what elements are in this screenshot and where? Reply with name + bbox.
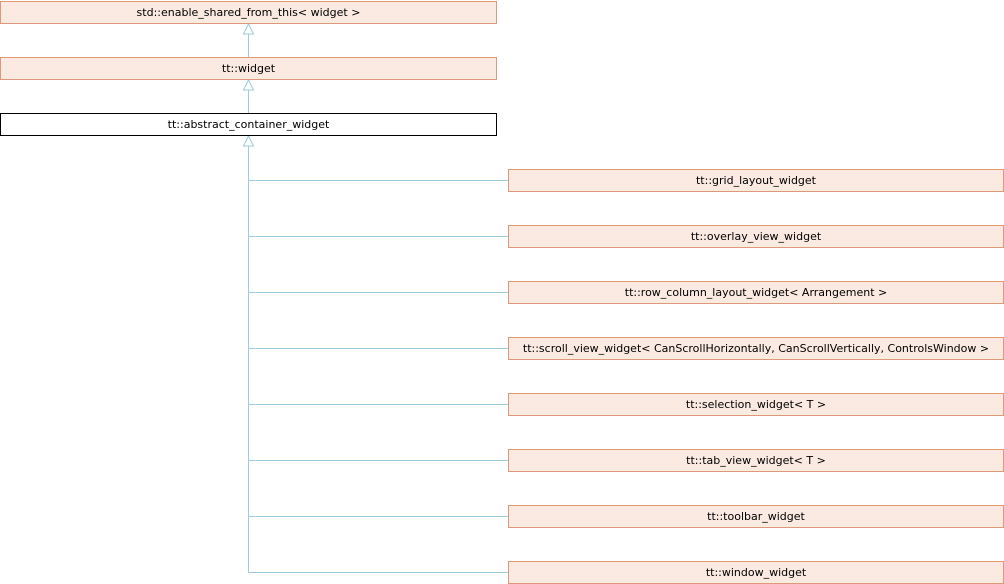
- node-abstract-container-widget: tt::abstract_container_widget: [0, 113, 497, 136]
- node-scroll-view-widget[interactable]: tt::scroll_view_widget< CanScrollHorizon…: [508, 337, 1004, 360]
- node-overlay-view-widget[interactable]: tt::overlay_view_widget: [508, 225, 1004, 248]
- node-label: tt::scroll_view_widget< CanScrollHorizon…: [522, 342, 990, 355]
- node-label: tt::widget: [221, 62, 276, 75]
- node-tab-view-widget[interactable]: tt::tab_view_widget< T >: [508, 449, 1004, 472]
- node-label: tt::selection_widget< T >: [685, 398, 827, 411]
- edge-arrowhead: [242, 134, 255, 147]
- edge-arrowhead: [242, 22, 255, 35]
- node-label: tt::window_widget: [705, 566, 807, 579]
- node-row-column-layout-widget[interactable]: tt::row_column_layout_widget< Arrangemen…: [508, 281, 1004, 304]
- node-selection-widget[interactable]: tt::selection_widget< T >: [508, 393, 1004, 416]
- node-window-widget[interactable]: tt::window_widget: [508, 561, 1004, 584]
- node-label: tt::grid_layout_widget: [695, 174, 816, 187]
- node-label: tt::overlay_view_widget: [690, 230, 822, 243]
- node-label: tt::tab_view_widget< T >: [686, 454, 826, 467]
- node-label: tt::abstract_container_widget: [167, 118, 330, 131]
- edge-arrowhead: [242, 78, 255, 91]
- node-widget[interactable]: tt::widget: [0, 57, 497, 80]
- node-toolbar-widget[interactable]: tt::toolbar_widget: [508, 505, 1004, 528]
- node-label: tt::row_column_layout_widget< Arrangemen…: [624, 286, 888, 299]
- node-label: std::enable_shared_from_this< widget >: [136, 6, 361, 19]
- node-grid-layout-widget[interactable]: tt::grid_layout_widget: [508, 169, 1004, 192]
- node-enable-shared-from-this[interactable]: std::enable_shared_from_this< widget >: [0, 1, 497, 24]
- node-label: tt::toolbar_widget: [707, 510, 805, 523]
